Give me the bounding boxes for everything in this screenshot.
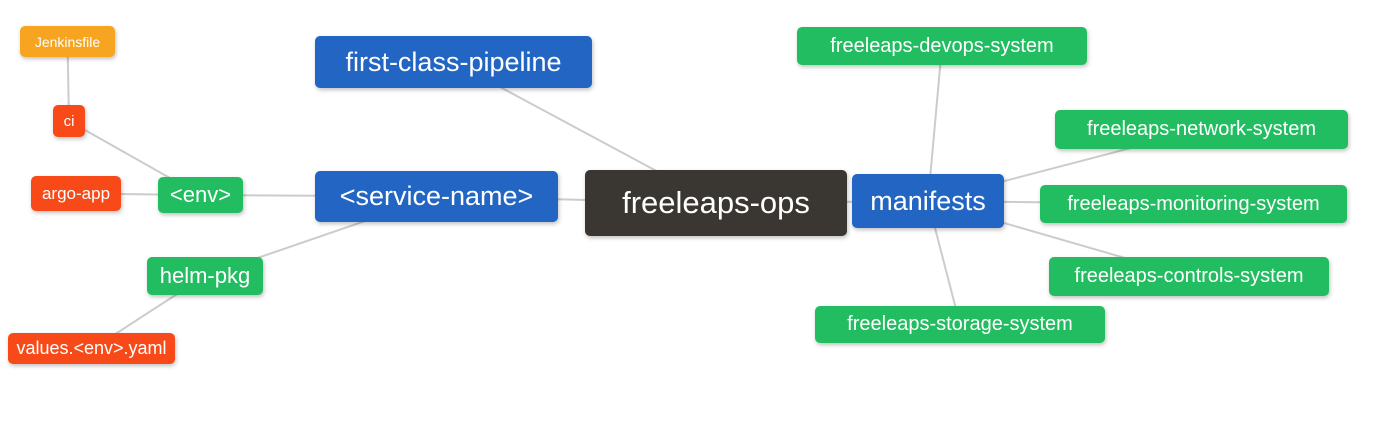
node-values-env-yaml[interactable]: values.<env>.yaml (8, 333, 175, 364)
node-freeleaps-network-system[interactable]: freeleaps-network-system (1055, 110, 1348, 149)
node-argo-app[interactable]: argo-app (31, 176, 121, 211)
node-freeleaps-ops-root[interactable]: freeleaps-ops (585, 170, 847, 236)
node-ci[interactable]: ci (53, 105, 85, 137)
node-env[interactable]: <env> (158, 177, 243, 213)
node-freeleaps-monitoring-system[interactable]: freeleaps-monitoring-system (1040, 185, 1347, 223)
node-freeleaps-devops-system[interactable]: freeleaps-devops-system (797, 27, 1087, 65)
node-jenkinsfile[interactable]: Jenkinsfile (20, 26, 115, 57)
node-manifests[interactable]: manifests (852, 174, 1004, 228)
node-freeleaps-controls-system[interactable]: freeleaps-controls-system (1049, 257, 1329, 296)
node-service-name[interactable]: <service-name> (315, 171, 558, 222)
node-helm-pkg[interactable]: helm-pkg (147, 257, 263, 295)
node-first-class-pipeline[interactable]: first-class-pipeline (315, 36, 592, 88)
node-freeleaps-storage-system[interactable]: freeleaps-storage-system (815, 306, 1105, 343)
